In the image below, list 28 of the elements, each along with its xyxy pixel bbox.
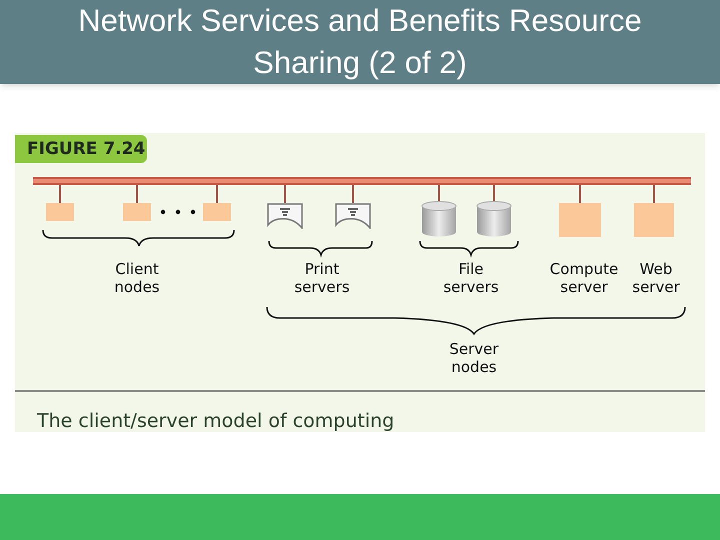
connector-line bbox=[136, 185, 138, 203]
slide-title: Network Services and Benefits Resource Sharing (2 of 2) bbox=[77, 2, 643, 82]
computer-box bbox=[634, 203, 674, 237]
computer-box bbox=[203, 203, 231, 221]
group-label: Compute server bbox=[548, 260, 620, 296]
computer-box bbox=[559, 203, 601, 237]
figure-tag: FIGURE 7.24 bbox=[15, 135, 147, 163]
computer-box bbox=[46, 203, 74, 221]
connector-line bbox=[493, 185, 495, 201]
connector-line bbox=[284, 185, 286, 203]
group-label: Server nodes bbox=[448, 340, 500, 376]
printer-icon bbox=[267, 203, 303, 229]
group-label: Client nodes bbox=[113, 260, 161, 296]
connector-line bbox=[216, 185, 218, 203]
printer-icon bbox=[335, 203, 371, 229]
group-label: File servers bbox=[442, 260, 500, 296]
connector-line bbox=[352, 185, 354, 203]
group-label: Print servers bbox=[293, 260, 351, 296]
network-bus bbox=[33, 177, 691, 185]
figure-caption: The client/server model of computing bbox=[37, 409, 394, 433]
connector-line bbox=[438, 185, 440, 201]
connector-line bbox=[579, 185, 581, 203]
group-label: Web server bbox=[631, 260, 681, 296]
connector-line bbox=[59, 185, 61, 203]
disk-cylinder bbox=[476, 201, 512, 237]
connector-line bbox=[653, 185, 655, 203]
disk-cylinder bbox=[421, 201, 457, 237]
computer-box bbox=[123, 203, 151, 221]
